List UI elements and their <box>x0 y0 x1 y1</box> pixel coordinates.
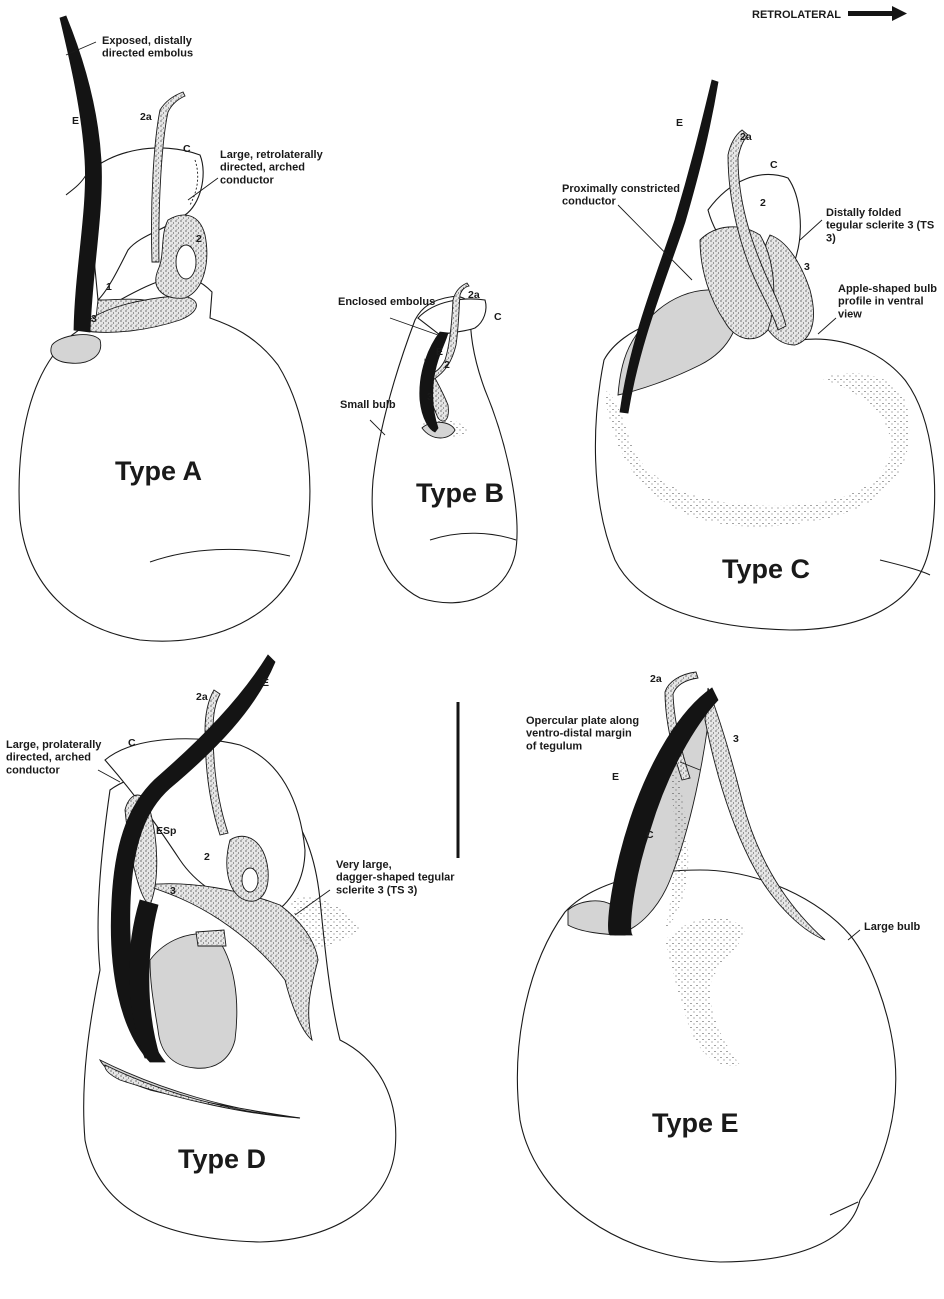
panel-type-b: Enclosed embolus Small bulb E C 2a 2 3 T… <box>338 283 517 603</box>
label-c-a: C <box>183 143 191 155</box>
label-3-e: 3 <box>733 733 739 745</box>
tegulum-base-a <box>51 335 101 364</box>
right-arrow-icon <box>848 6 907 21</box>
label-3-c: 3 <box>804 261 810 273</box>
label-2a-b: 2a <box>468 289 480 301</box>
label-2-d: 2 <box>204 851 210 863</box>
label-2-c: 2 <box>760 197 766 209</box>
label-2a-d: 2a <box>196 691 208 703</box>
label-2a-e: 2a <box>650 673 662 685</box>
title-type-a: Type A <box>115 456 202 486</box>
label-c-d: C <box>128 737 136 749</box>
title-type-d: Type D <box>178 1144 266 1174</box>
label-3-b: 3 <box>427 391 433 403</box>
embolus-a <box>60 16 101 332</box>
label-c-b: C <box>494 311 502 323</box>
label-e-b: E <box>436 346 443 358</box>
label-2-b: 2 <box>444 359 450 371</box>
label-e-e: E <box>612 771 619 783</box>
label-2a-c: 2a <box>740 131 752 143</box>
label-2a-a: 2a <box>140 111 152 123</box>
label-e-a: E <box>72 115 79 127</box>
label-esp-d: ESp <box>156 825 176 837</box>
label-c-e: C <box>646 829 654 841</box>
title-type-e: Type E <box>652 1108 739 1138</box>
label-e-d: E <box>262 677 269 689</box>
title-type-c: Type C <box>722 554 810 584</box>
orientation-label: RETROLATERAL <box>752 9 841 21</box>
label-2-a: 2 <box>196 233 202 245</box>
label-3-a: 3 <box>91 313 97 325</box>
label-c-c: C <box>770 159 778 171</box>
annotation-bulb-e: Large bulb <box>864 921 921 933</box>
orientation-indicator: RETROLATERAL <box>752 6 907 21</box>
label-e-c: E <box>676 117 683 129</box>
label-1-a: 1 <box>106 281 112 293</box>
annotation-bulb-b: Small bulb <box>340 399 396 411</box>
label-3-d: 3 <box>170 885 176 897</box>
tegulum-plate-d <box>150 934 237 1069</box>
title-type-b: Type B <box>416 478 504 508</box>
annotation-embolus-b: Enclosed embolus <box>338 296 435 308</box>
